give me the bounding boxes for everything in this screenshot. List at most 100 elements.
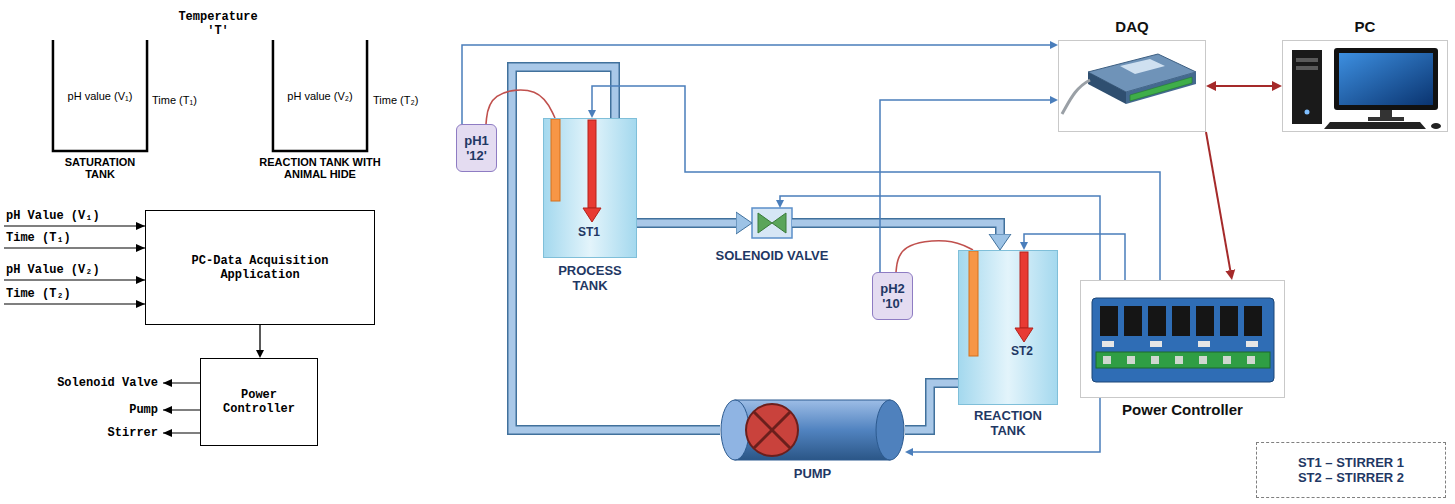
pump-drawing xyxy=(721,400,904,460)
connector-line xyxy=(1024,234,1125,280)
relay xyxy=(1148,306,1166,336)
ph-sensor: pH1'12' xyxy=(456,124,497,172)
tank-name: REACTION TANK WITH ANIMAL HIDE xyxy=(252,156,388,180)
stirrer-tag: ST1 xyxy=(578,225,600,239)
pump: PUMP xyxy=(720,400,905,460)
monitor-screen xyxy=(1339,53,1433,105)
pump-cross xyxy=(754,412,790,448)
component xyxy=(1246,341,1258,347)
input-arrow xyxy=(4,247,145,248)
daq-drawing xyxy=(1062,54,1196,114)
tank-reading: pH value (V₁) xyxy=(68,90,133,102)
power-controller-board: Power Controller xyxy=(1080,280,1285,398)
sensor-value: '12' xyxy=(466,148,487,163)
pump-cross xyxy=(754,412,790,448)
valve-symbol xyxy=(772,213,786,233)
pump-body xyxy=(735,400,890,460)
relay xyxy=(1100,306,1118,336)
tank-reading: pH value (V₂) xyxy=(287,90,352,102)
connector-line xyxy=(905,383,958,430)
legend-entry: ST1 – STIRRER 1 xyxy=(1298,455,1404,470)
signal-wire xyxy=(1024,234,1125,280)
tank-name: SATURATION TANK xyxy=(52,156,148,180)
terminal-screw xyxy=(1127,356,1135,364)
valve-name: SOLENOID VALVE xyxy=(716,248,829,263)
tank-wall xyxy=(53,40,147,151)
ph-sensor: pH2'10' xyxy=(872,272,913,320)
connector-line xyxy=(592,86,1160,280)
pc-tower xyxy=(1292,50,1322,124)
connector-line xyxy=(462,45,1050,124)
terminal-screw xyxy=(1151,356,1159,364)
data-link xyxy=(1206,132,1230,270)
box-label: Power Controller xyxy=(214,388,304,416)
pipe xyxy=(792,223,1000,234)
tank-name: PROCESS TANK xyxy=(543,263,637,293)
output-arrow xyxy=(163,382,200,383)
valve-symbol xyxy=(758,213,772,233)
daq-sticker xyxy=(1120,59,1165,74)
connector-line xyxy=(637,218,736,228)
usb-cable xyxy=(1062,80,1090,114)
input-arrow xyxy=(4,225,145,226)
pump-end xyxy=(721,400,749,460)
monitor-bezel xyxy=(1334,48,1438,110)
daq-front xyxy=(1126,72,1196,104)
input-arrow xyxy=(4,303,145,304)
connector-line xyxy=(896,241,973,272)
device-name: DAQ xyxy=(1115,18,1148,35)
relay xyxy=(1244,306,1262,336)
tank-liquid xyxy=(543,118,637,258)
relay xyxy=(1220,306,1238,336)
relay xyxy=(1124,306,1142,336)
relay xyxy=(1172,306,1190,336)
tank-wall xyxy=(273,40,367,151)
daq-side xyxy=(1088,72,1126,104)
pc-drawing xyxy=(1292,48,1441,129)
connector-line xyxy=(792,223,1000,234)
drive-slot xyxy=(1296,66,1318,70)
pump-rotor xyxy=(746,404,798,456)
relay xyxy=(1196,306,1214,336)
terminal-screw xyxy=(1247,356,1255,364)
output-signal: Solenoid Valve xyxy=(8,376,158,390)
solenoid-valve: SOLENOID VALVE xyxy=(752,208,792,238)
circuit-board xyxy=(1092,298,1274,382)
pump-end xyxy=(876,400,904,460)
output-arrow xyxy=(163,409,200,410)
connector-line xyxy=(512,67,720,430)
reaction-tank: REACTION TANK xyxy=(958,250,1058,405)
input-signal: pH Value (V₂) xyxy=(6,263,100,277)
data-link xyxy=(1216,86,1272,87)
flow-arrow xyxy=(260,325,261,350)
output-signal: Pump xyxy=(8,403,158,417)
connector-line xyxy=(512,67,720,430)
time-label: Time (T₂) xyxy=(373,93,418,107)
connector-line xyxy=(792,223,1000,234)
keyboard xyxy=(1324,122,1426,129)
connector-line xyxy=(259,325,260,350)
signal-wire xyxy=(880,100,1050,272)
sensor-value: '10' xyxy=(882,296,903,311)
reaction-tank-drawing xyxy=(958,250,1058,405)
reaction-tank-hide: pH value (V₂)REACTION TANK WITH ANIMAL H… xyxy=(272,40,368,152)
terminal-screw xyxy=(1223,356,1231,364)
stirrer-tag: ST2 xyxy=(1011,344,1033,358)
component xyxy=(1150,341,1162,347)
component xyxy=(1102,341,1114,347)
stirrer-blade xyxy=(583,208,601,222)
drive-slot xyxy=(1296,58,1318,62)
application-box: PC-Data Acquisition Application xyxy=(145,210,375,325)
device-name: Power Controller xyxy=(1122,401,1243,418)
signal-wire xyxy=(913,398,1100,452)
signal-wire xyxy=(780,196,1100,280)
output-arrow xyxy=(163,432,200,433)
legend-box: ST1 – STIRRER 1ST2 – STIRRER 2 xyxy=(1256,442,1446,498)
saturation-tank: pH value (V₁)SATURATION TANK xyxy=(52,40,148,152)
stirrer-shaft xyxy=(1020,252,1028,328)
time-label: Time (T₁) xyxy=(152,93,197,107)
stirrer-blade xyxy=(1015,328,1033,342)
input-signal: pH Value (V₁) xyxy=(6,209,100,223)
monitor-stand xyxy=(1380,110,1392,118)
